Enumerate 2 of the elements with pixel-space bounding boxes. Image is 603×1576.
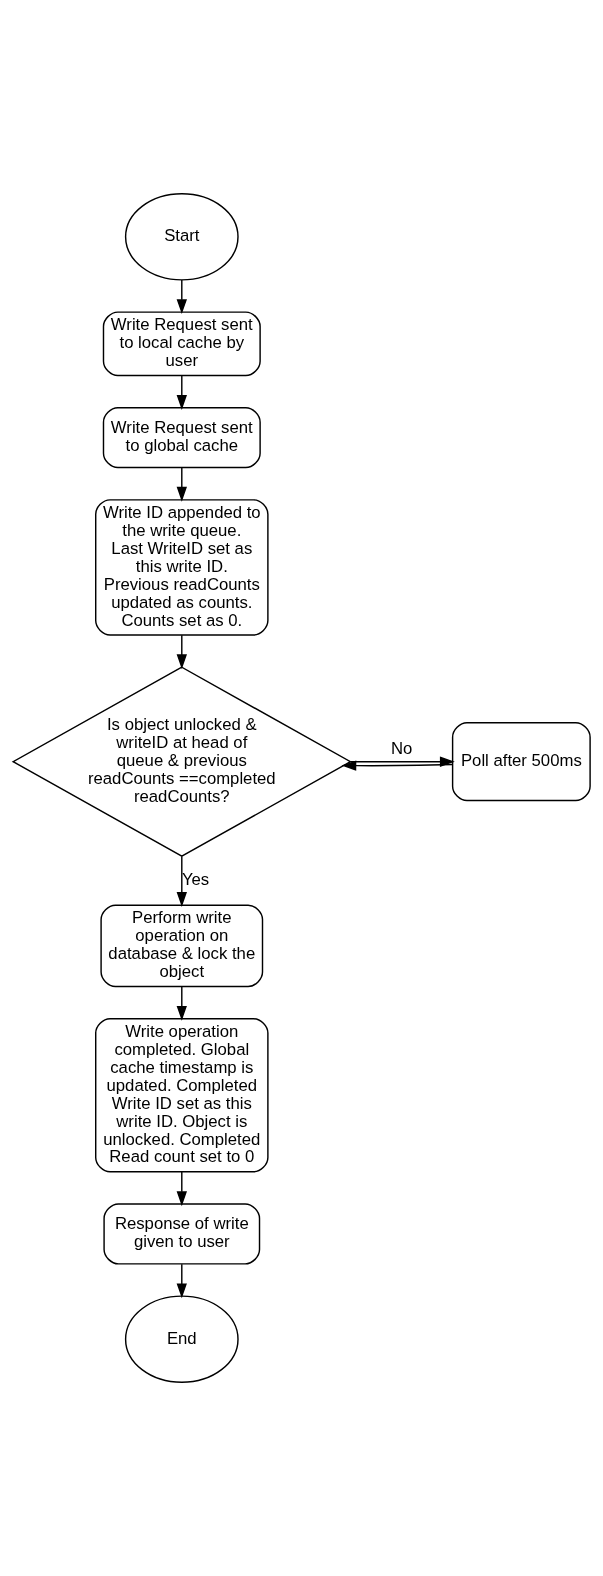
edge-label: No [390, 738, 413, 758]
edge-label: Yes [181, 870, 210, 890]
